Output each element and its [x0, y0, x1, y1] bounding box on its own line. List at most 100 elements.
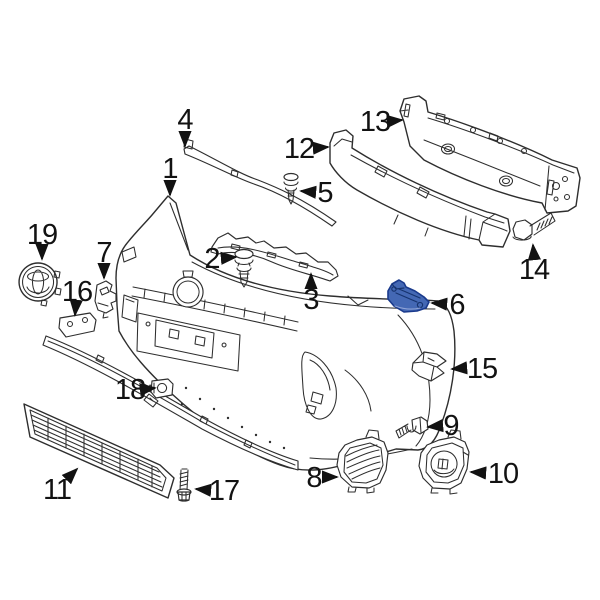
- bumper-emblem-mount-inner: [176, 270, 200, 304]
- callout-14-label[interactable]: 14: [519, 254, 551, 286]
- fogbezel-tab: [447, 429, 462, 440]
- callout-11-label[interactable]: 11: [43, 474, 72, 506]
- callout-10-label[interactable]: 10: [488, 458, 519, 490]
- bolt9-shank: [395, 417, 422, 439]
- callout-1[interactable]: 1: [162, 153, 179, 197]
- bracket15-outline: [411, 351, 447, 382]
- part-lower-grille[interactable]: [23, 403, 175, 499]
- part-bolt-14[interactable]: [512, 212, 556, 241]
- part-bracket-7[interactable]: [94, 280, 117, 319]
- part-push-clip-5[interactable]: [283, 172, 299, 205]
- callout-6[interactable]: 6: [430, 289, 466, 321]
- bolt14-shank: [512, 212, 556, 241]
- callout-8-label[interactable]: 8: [306, 462, 322, 494]
- callout-4-label[interactable]: 4: [177, 104, 194, 136]
- part-bracket-6-highlighted[interactable]: [387, 279, 430, 313]
- part-bolt-9[interactable]: [395, 416, 429, 439]
- screw17-shank: [179, 468, 189, 491]
- part-energy-absorber[interactable]: [329, 129, 511, 248]
- callout-5-arrow: [299, 185, 317, 199]
- fogcover-outline: [336, 436, 389, 489]
- callout-6-label[interactable]: 6: [449, 289, 465, 321]
- callout-13-arrow: [386, 114, 404, 128]
- callout-7[interactable]: 7: [96, 237, 113, 280]
- grille-slats: [30, 414, 163, 488]
- bracket15-details: [412, 351, 438, 382]
- part-fog-cover-8[interactable]: [336, 429, 389, 494]
- callout-12-arrow: [312, 141, 330, 155]
- bracket6-outline: [387, 279, 430, 313]
- callout-19[interactable]: 19: [27, 219, 58, 261]
- clip2-body: [234, 259, 254, 288]
- callout-2[interactable]: 2: [204, 243, 238, 275]
- callout-16[interactable]: 16: [62, 276, 93, 317]
- callout-11-arrow: [61, 467, 79, 485]
- part-bracket-15[interactable]: [411, 351, 447, 382]
- callout-6-arrow: [430, 297, 448, 311]
- callout-15[interactable]: 15: [450, 353, 498, 385]
- bumper-outline: [115, 195, 456, 471]
- callout-15-label[interactable]: 15: [467, 353, 498, 385]
- callout-18-label[interactable]: 18: [115, 374, 146, 406]
- emblem-outline: [18, 262, 58, 302]
- callout-16-label[interactable]: 16: [62, 276, 93, 308]
- callout-18[interactable]: 18: [115, 374, 157, 406]
- bolt14-head: [512, 219, 533, 241]
- callout-16-arrow: [69, 299, 83, 317]
- part-fog-bezel-10[interactable]: [418, 429, 470, 495]
- callout-9-label[interactable]: 9: [443, 410, 459, 442]
- clip2-head: [234, 248, 254, 260]
- callout-9-arrow: [426, 419, 444, 433]
- callout-12[interactable]: 12: [284, 133, 330, 165]
- screw17-head-facets: [178, 491, 190, 502]
- callout-3[interactable]: 3: [303, 272, 320, 316]
- bracket7-outline: [94, 280, 117, 314]
- callout-3-label[interactable]: 3: [303, 284, 319, 316]
- bumper-upper-grille-slot: [131, 286, 299, 332]
- clip5-head: [283, 172, 299, 182]
- bumper-license-recess: [136, 312, 241, 372]
- part-bumper-cover[interactable]: [115, 195, 456, 471]
- callout-10[interactable]: 10: [469, 458, 519, 490]
- grille-outline: [23, 403, 175, 499]
- callout-5[interactable]: 5: [299, 177, 334, 209]
- callout-1-label[interactable]: 1: [162, 153, 178, 185]
- callout-10-arrow: [469, 466, 487, 480]
- bracket6-details: [391, 283, 424, 309]
- callout-12-label[interactable]: 12: [284, 133, 315, 165]
- clip5-body: [283, 181, 299, 205]
- fogbezel-details: [425, 442, 469, 495]
- callout-15-arrow: [450, 361, 468, 375]
- callout-4[interactable]: 4: [177, 104, 194, 148]
- molding-outline: [183, 145, 337, 227]
- valance-tab-holes: [66, 316, 89, 328]
- callout-11[interactable]: 11: [43, 467, 79, 506]
- callout-17[interactable]: 17: [194, 475, 240, 507]
- impact-bar-details: [399, 103, 575, 211]
- part-impact-bar[interactable]: [399, 95, 581, 214]
- part-screw-17[interactable]: [176, 468, 192, 502]
- fogcover-louvers: [343, 442, 384, 494]
- callout-13-label[interactable]: 13: [360, 106, 391, 138]
- fogcover-tab: [365, 429, 380, 440]
- impact-bar-holes: [440, 117, 571, 202]
- part-emblem[interactable]: [18, 262, 62, 307]
- callout-14-arrow: [527, 243, 541, 261]
- bracket6-highlight-line: [394, 305, 421, 310]
- part-push-clip-2[interactable]: [234, 248, 254, 288]
- bumper-fog-recess: [301, 351, 337, 420]
- callout-2-label[interactable]: 2: [204, 243, 220, 275]
- callout-17-arrow: [194, 483, 212, 497]
- callout-13[interactable]: 13: [360, 106, 404, 138]
- callout-19-label[interactable]: 19: [27, 219, 58, 251]
- callout-5-label[interactable]: 5: [317, 177, 333, 209]
- screw17-head: [176, 488, 192, 501]
- callout-7-label[interactable]: 7: [96, 237, 112, 269]
- callout-17-label[interactable]: 17: [209, 475, 240, 507]
- callout-14[interactable]: 14: [519, 243, 551, 286]
- fogbezel-outline: [418, 436, 470, 490]
- callout-8[interactable]: 8: [306, 462, 339, 494]
- callout-9[interactable]: 9: [426, 410, 460, 442]
